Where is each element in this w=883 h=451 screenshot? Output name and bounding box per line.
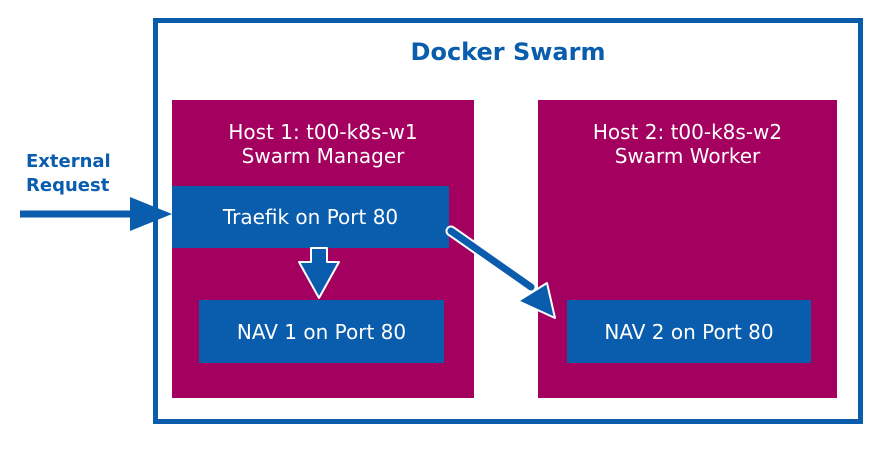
- external-request-label: External Request: [26, 150, 111, 198]
- traefik-box: Traefik on Port 80: [172, 186, 449, 248]
- host-2-name: Host 2: t00-k8s-w2: [592, 120, 783, 144]
- traefik-to-nav-1-arrow: [298, 247, 340, 299]
- external-request-line-1: External: [26, 151, 111, 172]
- nav-2-box: NAV 2 on Port 80: [567, 300, 811, 363]
- host-1-role: Swarm Manager: [241, 144, 405, 168]
- external-request-line-2: Request: [26, 175, 110, 196]
- docker-swarm-title: Docker Swarm: [410, 38, 606, 66]
- host-2-label: Host 2: t00-k8s-w2 Swarm Worker: [538, 120, 837, 168]
- nav-1-box: NAV 1 on Port 80: [199, 300, 444, 363]
- traefik-to-nav-2-arrow: [445, 225, 556, 319]
- host-1-name: Host 1: t00-k8s-w1: [228, 120, 418, 144]
- host-1-label: Host 1: t00-k8s-w1 Swarm Manager: [172, 120, 474, 168]
- host-2-role: Swarm Worker: [614, 144, 761, 168]
- external-request-arrow: [20, 197, 172, 231]
